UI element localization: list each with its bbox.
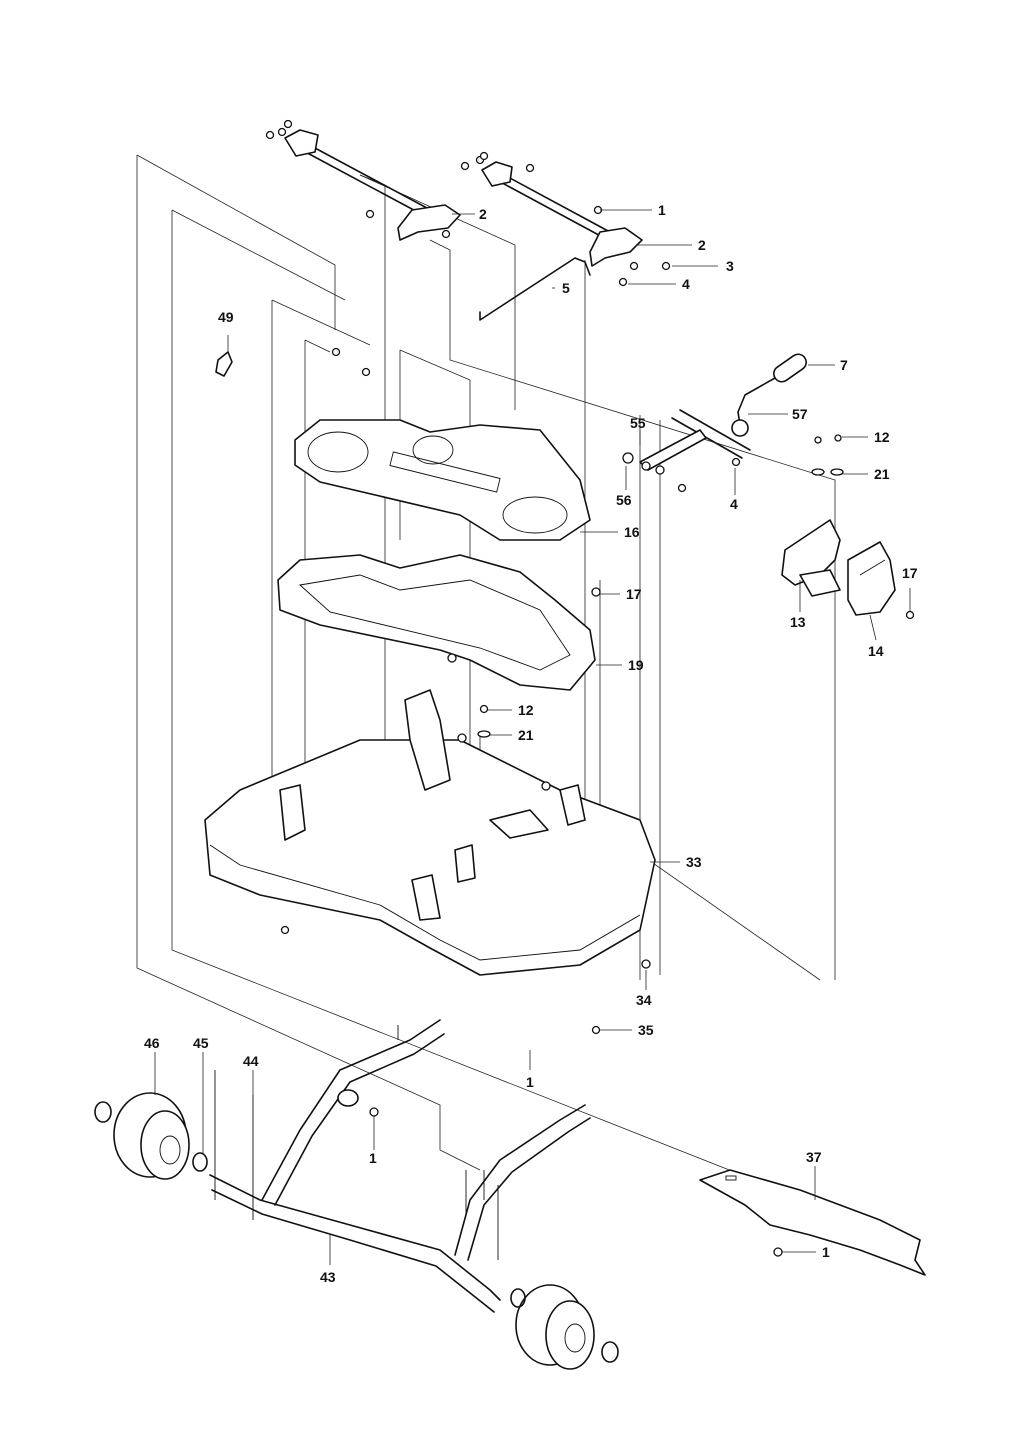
- clip-49: [215, 351, 233, 377]
- callout-1-axle: 1: [369, 1150, 377, 1166]
- height-adjust-rod-right: [481, 161, 643, 267]
- callout-4-mid: 4: [730, 496, 738, 512]
- callout-1-deck: 1: [526, 1074, 534, 1090]
- index-quadrant: [781, 434, 915, 620]
- callout-7: 7: [840, 357, 848, 373]
- callout-1-top: 1: [658, 202, 666, 218]
- front-axle-frame: [209, 1019, 591, 1313]
- lift-link-rod: [479, 257, 591, 321]
- wheel-left: [94, 1092, 208, 1180]
- callout-2-right: 2: [698, 237, 706, 253]
- height-adjust-handle: [622, 353, 807, 493]
- callout-57: 57: [792, 406, 808, 422]
- callout-43: 43: [320, 1269, 336, 1285]
- belt-cover-top: [294, 419, 591, 541]
- callout-16: 16: [624, 524, 640, 540]
- callout-4-top: 4: [682, 276, 690, 292]
- callout-35: 35: [638, 1022, 654, 1038]
- callout-33: 33: [686, 854, 702, 870]
- callout-46: 46: [144, 1035, 160, 1051]
- callout-5: 5: [562, 280, 570, 296]
- callout-12-right: 12: [874, 429, 890, 445]
- callout-21-right: 21: [874, 466, 890, 482]
- callout-labels: 1 2 2 3 4 5 49 7 57 55 12 21 56 4 16 17 …: [144, 202, 918, 1285]
- callout-12-mid: 12: [518, 702, 534, 718]
- callout-45: 45: [193, 1035, 209, 1051]
- callout-44: 44: [243, 1053, 259, 1069]
- callout-55: 55: [630, 415, 646, 431]
- top-bolts: [265, 119, 671, 377]
- callout-14: 14: [868, 643, 884, 659]
- mower-deck: [204, 587, 656, 1035]
- callout-1-deflector: 1: [822, 1244, 830, 1260]
- callout-56: 56: [616, 492, 632, 508]
- axle-pins: [214, 1070, 254, 1220]
- callout-17-mid: 17: [626, 586, 642, 602]
- callout-3: 3: [726, 258, 734, 274]
- alignment-guide-lines: [136, 154, 836, 1191]
- callout-leaders: [154, 209, 911, 1265]
- wheel-right: [510, 1284, 619, 1370]
- belt-guard: [277, 554, 596, 691]
- callout-37: 37: [806, 1149, 822, 1165]
- callout-49: 49: [218, 309, 234, 325]
- callout-21-mid: 21: [518, 727, 534, 743]
- callout-34: 34: [636, 992, 652, 1008]
- callout-19: 19: [628, 657, 644, 673]
- callout-17-right: 17: [902, 565, 918, 581]
- discharge-deflector: [699, 1169, 926, 1276]
- height-adjust-rod-left: [284, 129, 461, 241]
- callout-13: 13: [790, 614, 806, 630]
- callout-2-left: 2: [479, 206, 487, 222]
